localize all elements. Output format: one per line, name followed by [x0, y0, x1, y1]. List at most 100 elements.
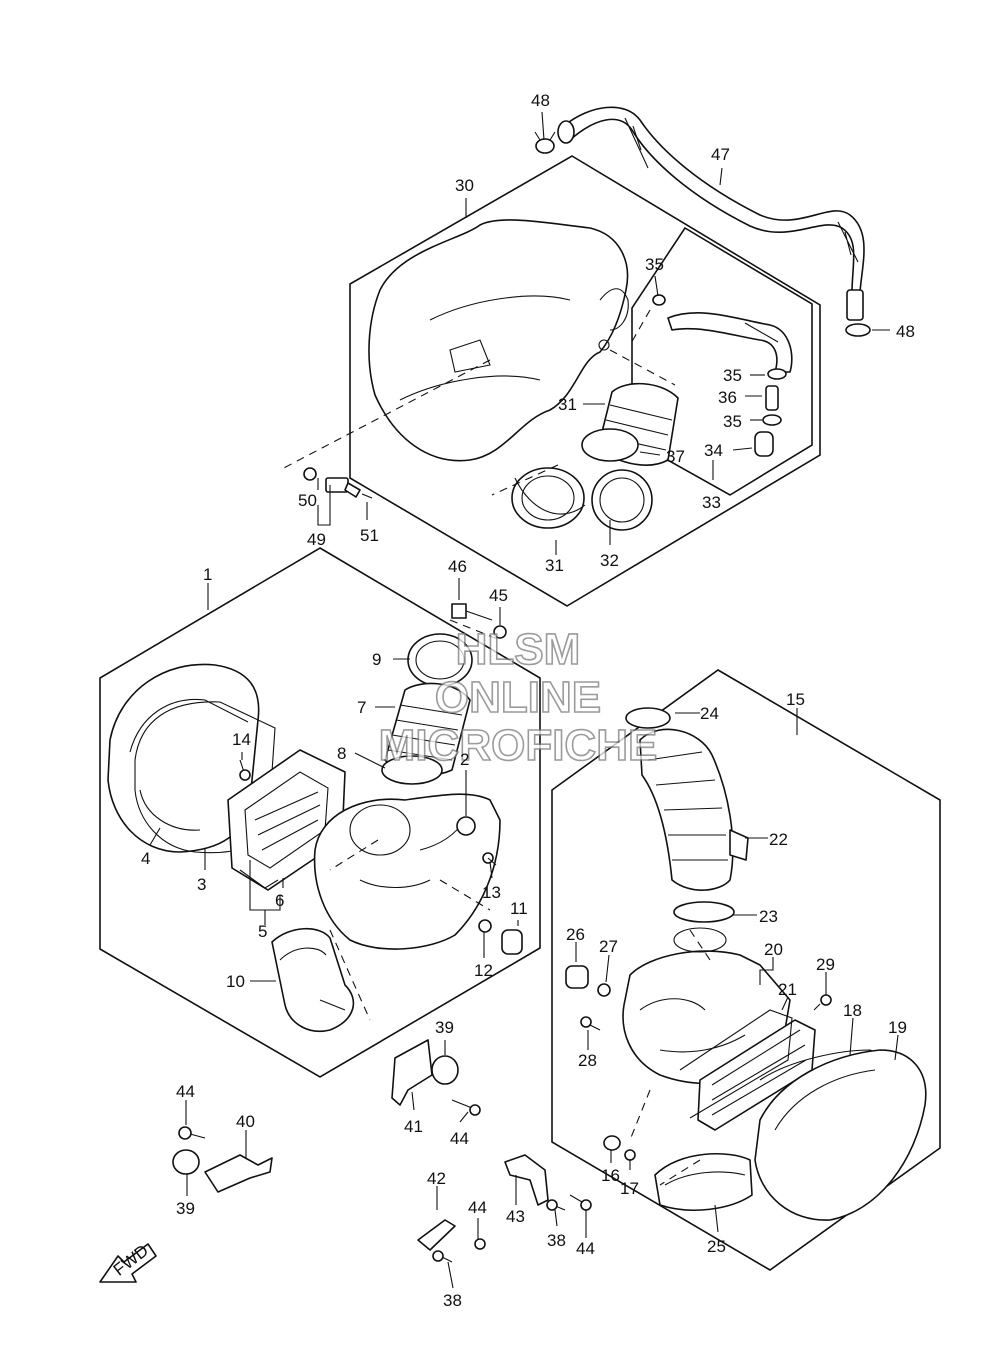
bolt-38-right — [546, 1199, 566, 1211]
hose-clamp-8 — [381, 755, 443, 785]
hose-clamp-48-top — [534, 131, 556, 154]
callout-label: 24 — [700, 704, 719, 723]
dashed-guide-30 — [279, 309, 676, 496]
callout-label: 30 — [455, 176, 474, 195]
callout-label: 26 — [566, 925, 585, 944]
callout-label: 40 — [236, 1112, 255, 1131]
callout-label: 39 — [176, 1199, 195, 1218]
filter-gasket-20 — [679, 1009, 793, 1119]
callout-label: 20 — [764, 940, 783, 959]
callout-label: 32 — [600, 551, 619, 570]
callout-label: 25 — [707, 1237, 726, 1256]
intake-funnel-9 — [407, 633, 473, 687]
callout-label: 5 — [258, 922, 267, 941]
cap-26 — [565, 965, 589, 989]
callout-label: 11 — [510, 899, 528, 918]
callout-label: 51 — [360, 526, 379, 545]
fwd-direction-arrow: FWD — [99, 1241, 157, 1283]
callout-label: 34 — [704, 441, 723, 460]
callout-label: 43 — [506, 1207, 525, 1226]
bolt-46 — [451, 603, 493, 621]
callout-label: 31 — [558, 395, 577, 414]
callout-label: 7 — [357, 698, 366, 717]
hose-clamp-23 — [673, 901, 735, 923]
cap-11 — [501, 929, 523, 955]
watermark: HLSM ONLINE MICROFICHE — [378, 624, 658, 771]
callout-label: 17 — [620, 1179, 639, 1198]
intake-duct-25 — [654, 1152, 753, 1211]
grommet-39-upper — [431, 1055, 459, 1085]
screw-14 — [239, 759, 251, 781]
callout-label: 29 — [816, 955, 835, 974]
intake-duct-10 — [271, 927, 355, 1032]
bracket-41 — [391, 1039, 433, 1106]
callout-label: 18 — [843, 1001, 862, 1020]
callout-label: 23 — [759, 907, 778, 926]
callout-label: 46 — [448, 557, 467, 576]
air-cleaner-case-30 — [368, 219, 629, 462]
seal-ring-32 — [591, 469, 653, 531]
callout-label: 13 — [482, 883, 501, 902]
bolt-set-49 — [303, 467, 373, 499]
callout-label: 28 — [578, 1051, 597, 1070]
callout-label: 38 — [443, 1291, 462, 1310]
callout-label: 31 — [545, 556, 564, 575]
grommet-2 — [456, 816, 476, 836]
callout-label: 2 — [460, 750, 469, 769]
callout-label: 36 — [718, 388, 737, 407]
callout-label: 44 — [176, 1082, 195, 1101]
callout-label: 4 — [141, 849, 150, 868]
callout-label: 33 — [702, 493, 721, 512]
bolt-38-left — [432, 1250, 453, 1263]
nut-17 — [624, 1149, 636, 1161]
bracket-42 — [417, 1219, 456, 1251]
leader-lines — [149, 111, 899, 1289]
callout-label: 16 — [601, 1166, 620, 1185]
watermark-line-2: ONLINE — [435, 673, 601, 722]
callout-label: 14 — [232, 730, 251, 749]
screw-28 — [580, 1016, 601, 1031]
callout-label: 27 — [599, 937, 618, 956]
callout-label: 48 — [896, 322, 915, 341]
callout-label: 9 — [372, 650, 381, 669]
callout-label: 15 — [786, 690, 805, 709]
watermark-line-1: HLSM — [456, 625, 581, 674]
bolt-44-left — [178, 1126, 206, 1140]
callout-label: 35 — [723, 412, 742, 431]
bolt-44-right — [569, 1194, 592, 1211]
callout-label: 50 — [298, 491, 317, 510]
callout-label: 19 — [888, 1018, 907, 1037]
callout-label: 39 — [435, 1018, 454, 1037]
bracket-40 — [204, 1154, 273, 1193]
callout-label: 10 — [226, 972, 245, 991]
intake-hose-22 — [639, 728, 749, 891]
filter-gasket-5 — [239, 869, 279, 889]
callout-label: 35 — [723, 366, 742, 385]
callout-label: 12 — [474, 961, 493, 980]
assembly-box-30 — [349, 155, 821, 607]
assembly-box-15 — [551, 669, 941, 1271]
callout-label: 1 — [203, 565, 212, 584]
callout-label: 44 — [450, 1129, 469, 1148]
callout-label: 44 — [576, 1239, 595, 1258]
hose-clamp-48-bottom — [845, 323, 871, 337]
watermark-line-3: MICROFICHE — [379, 721, 658, 770]
callout-label: 44 — [468, 1198, 487, 1217]
outer-cover-19 — [754, 1049, 927, 1221]
bolt-44-small — [474, 1238, 486, 1250]
screw-13 — [482, 852, 497, 866]
callout-label: 3 — [197, 875, 206, 894]
nut-45 — [493, 625, 507, 639]
hose-clamp-37 — [581, 428, 639, 462]
callout-label: 47 — [711, 145, 730, 164]
callout-label: 41 — [404, 1117, 423, 1136]
dashed-guide-15 — [629, 929, 711, 1186]
callout-label: 35 — [645, 255, 664, 274]
grommet-16 — [603, 1135, 621, 1151]
callout-label: 37 — [666, 447, 685, 466]
drain-hose-assembly-33 — [652, 294, 793, 457]
callout-labels: 48 47 30 35 48 35 36 35 31 37 34 33 50 5… — [141, 91, 915, 1310]
callout-label: 42 — [427, 1169, 446, 1188]
